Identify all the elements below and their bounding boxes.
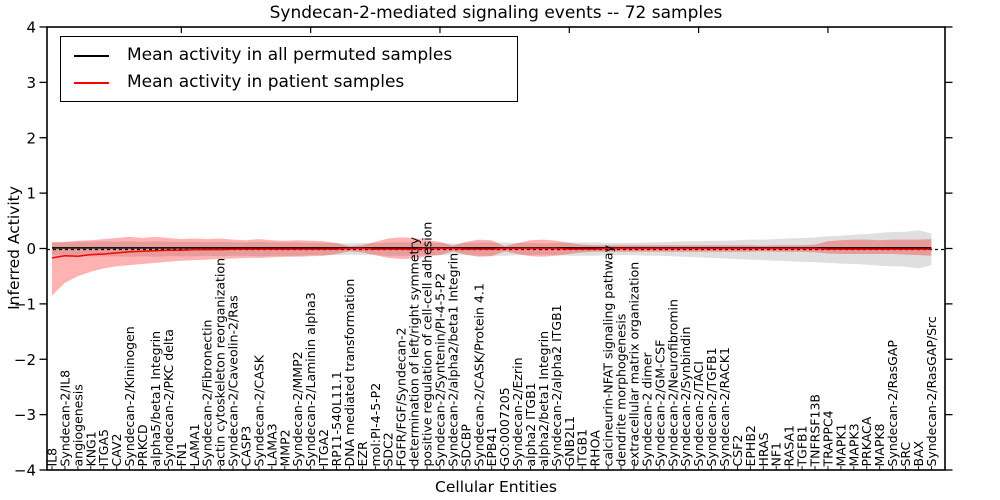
x-category-label: mol:PI-4-5-P2 [368, 383, 383, 467]
x-category-label: GNB2L1 [562, 416, 577, 466]
x-category-label: MAPK3 [846, 423, 861, 466]
line-patient-mean [51, 247, 932, 259]
y-tick-label: 3 [26, 74, 36, 92]
y-tick-label: −4 [14, 462, 36, 480]
x-category-label: SRC [898, 442, 913, 467]
x-category-label: KNG1 [83, 431, 98, 466]
y-tick-label: 1 [26, 185, 36, 203]
x-category-label: Syndecan-2/Ezrin [510, 357, 525, 466]
x-category-label: GO:0007205 [497, 387, 512, 466]
y-axis-label: Inferred Activity [5, 186, 23, 310]
x-category-label: Syndecan-2/CASK/Protein 4.1 [471, 283, 486, 466]
legend-item-permuted: Mean activity in all permuted samples [74, 47, 517, 64]
x-category-label: Syndecan-2/GM-CSF [652, 340, 667, 467]
x-category-label: angiogenesis [70, 384, 85, 466]
x-category-label: RHOA [588, 430, 603, 467]
y-tick-label: 0 [26, 240, 36, 258]
x-category-label: ITGA2 [316, 429, 331, 467]
x-category-label: extracellular matrix organization [627, 262, 642, 467]
x-category-label: MMP2 [277, 429, 292, 466]
x-category-label: Syndecan-2/Laminin alpha3 [303, 292, 318, 466]
x-category-label: determination of left/right symmetry [407, 236, 422, 466]
x-category-label: Syndecan-2/Neurofibromin [665, 299, 680, 466]
legend-item-patient: Mean activity in patient samples [74, 74, 517, 91]
x-category-label: calcineurin-NFAT signaling pathway [601, 244, 616, 466]
y-tick-label: 2 [26, 129, 36, 147]
x-category-label: positive regulation of cell-cell adhesio… [420, 222, 435, 467]
legend: Mean activity in all permuted samples Me… [60, 36, 518, 102]
x-category-label: FGFR/FGF/Syndecan-2 [394, 327, 409, 466]
x-category-label: TNFRSF13B [808, 394, 823, 467]
x-category-label: ITGA5 [96, 429, 111, 467]
x-category-label: EZR [355, 441, 370, 466]
x-category-label: HRAS [756, 432, 771, 466]
x-category-label: EPHB2 [743, 425, 758, 466]
x-axis-label: Cellular Entities [435, 478, 557, 496]
x-category-label: PRKACA [859, 416, 874, 466]
x-category-label: TGFB1 [795, 425, 810, 467]
x-category-label: MAPK1 [833, 423, 848, 466]
x-category-label: CSF2 [730, 435, 745, 467]
x-category-label: BAX [911, 440, 926, 466]
x-category-label: Syndecan-2/alpha2 ITGB1 [549, 304, 564, 466]
legend-line-sample-red [74, 81, 109, 84]
x-category-label: Syndecan-2/TACI [691, 361, 706, 466]
x-category-label: TRAPPC4 [820, 410, 835, 467]
y-tick-label: −2 [14, 351, 36, 369]
x-category-label: CAV2 [109, 434, 124, 467]
x-category-label: ITGB1 [575, 429, 590, 467]
x-category-label: dendrite morphogenesis [614, 314, 629, 467]
x-category-label: Syndecan-2/IL8 [57, 370, 72, 467]
x-category-label: PRKCD [135, 424, 150, 466]
x-category-label: alpha2/beta1 Integrin [536, 331, 551, 467]
x-category-label: SDCBP [458, 424, 473, 467]
x-category-label: Syndecan-2 dimer [639, 351, 654, 466]
x-category-label: Syndecan-2/CASK [251, 354, 266, 466]
x-category-label: EPB41 [484, 427, 499, 467]
x-category-label: Syndecan-2/RasGAP/Src [924, 316, 939, 466]
x-category-label: SDC2 [381, 432, 396, 466]
x-category-label: DNA mediated transformation [342, 279, 357, 467]
x-category-label: Syndecan-2/Fibronectin [200, 320, 215, 467]
x-category-label: alpha5/beta1 Integrin [148, 331, 163, 467]
band-patient-range [52, 236, 932, 296]
chart-title: Syndecan-2-mediated signaling events -- … [269, 3, 723, 23]
x-category-label: Syndecan-2/MMP2 [290, 351, 305, 466]
x-category-label: Syndecan-2/RasGAP [885, 340, 900, 467]
x-category-label: Syndecan-2/Syntenin/PI-4-5-P2 [433, 273, 448, 467]
x-category-label: Syndecan-2/TGFB1 [704, 347, 719, 466]
legend-label-patient: Mean activity in patient samples [127, 72, 405, 92]
x-category-label: LAMA3 [264, 423, 279, 466]
x-category-label: FN1 [174, 442, 189, 467]
legend-label-permuted: Mean activity in all permuted samples [127, 45, 453, 65]
x-category-label: LAMA1 [187, 423, 202, 466]
x-category-label: RP11-540L11.1 [329, 371, 344, 466]
x-category-label: actin cytoskeleton reorganization [213, 258, 228, 467]
x-category-label: Syndecan-2/PKC delta [161, 329, 176, 466]
x-category-label: alpha2 ITGB1 [523, 382, 538, 466]
x-category-label: Syndecan-2/Caveolin-2/Ras [226, 295, 241, 466]
y-tick-label: −3 [14, 406, 36, 424]
legend-line-sample-black [74, 54, 109, 57]
x-category-label: MAPK8 [872, 423, 887, 466]
x-category-label: CASP3 [239, 426, 254, 467]
x-category-label: Syndecan-2/alpha2/beta1 Integrin [445, 253, 460, 467]
x-category-label: Syndecan-2/Synbindin [678, 327, 693, 467]
x-category-label: Syndecan-2/RACK1 [717, 347, 732, 466]
x-category-label: Syndecan-2/Kininogen [122, 326, 137, 466]
x-category-label: RASA1 [782, 425, 797, 466]
x-category-label: NF1 [769, 442, 784, 467]
x-category-label: IL8 [45, 448, 60, 467]
y-tick-label: 4 [26, 19, 36, 37]
y-tick-label: −1 [14, 295, 36, 313]
